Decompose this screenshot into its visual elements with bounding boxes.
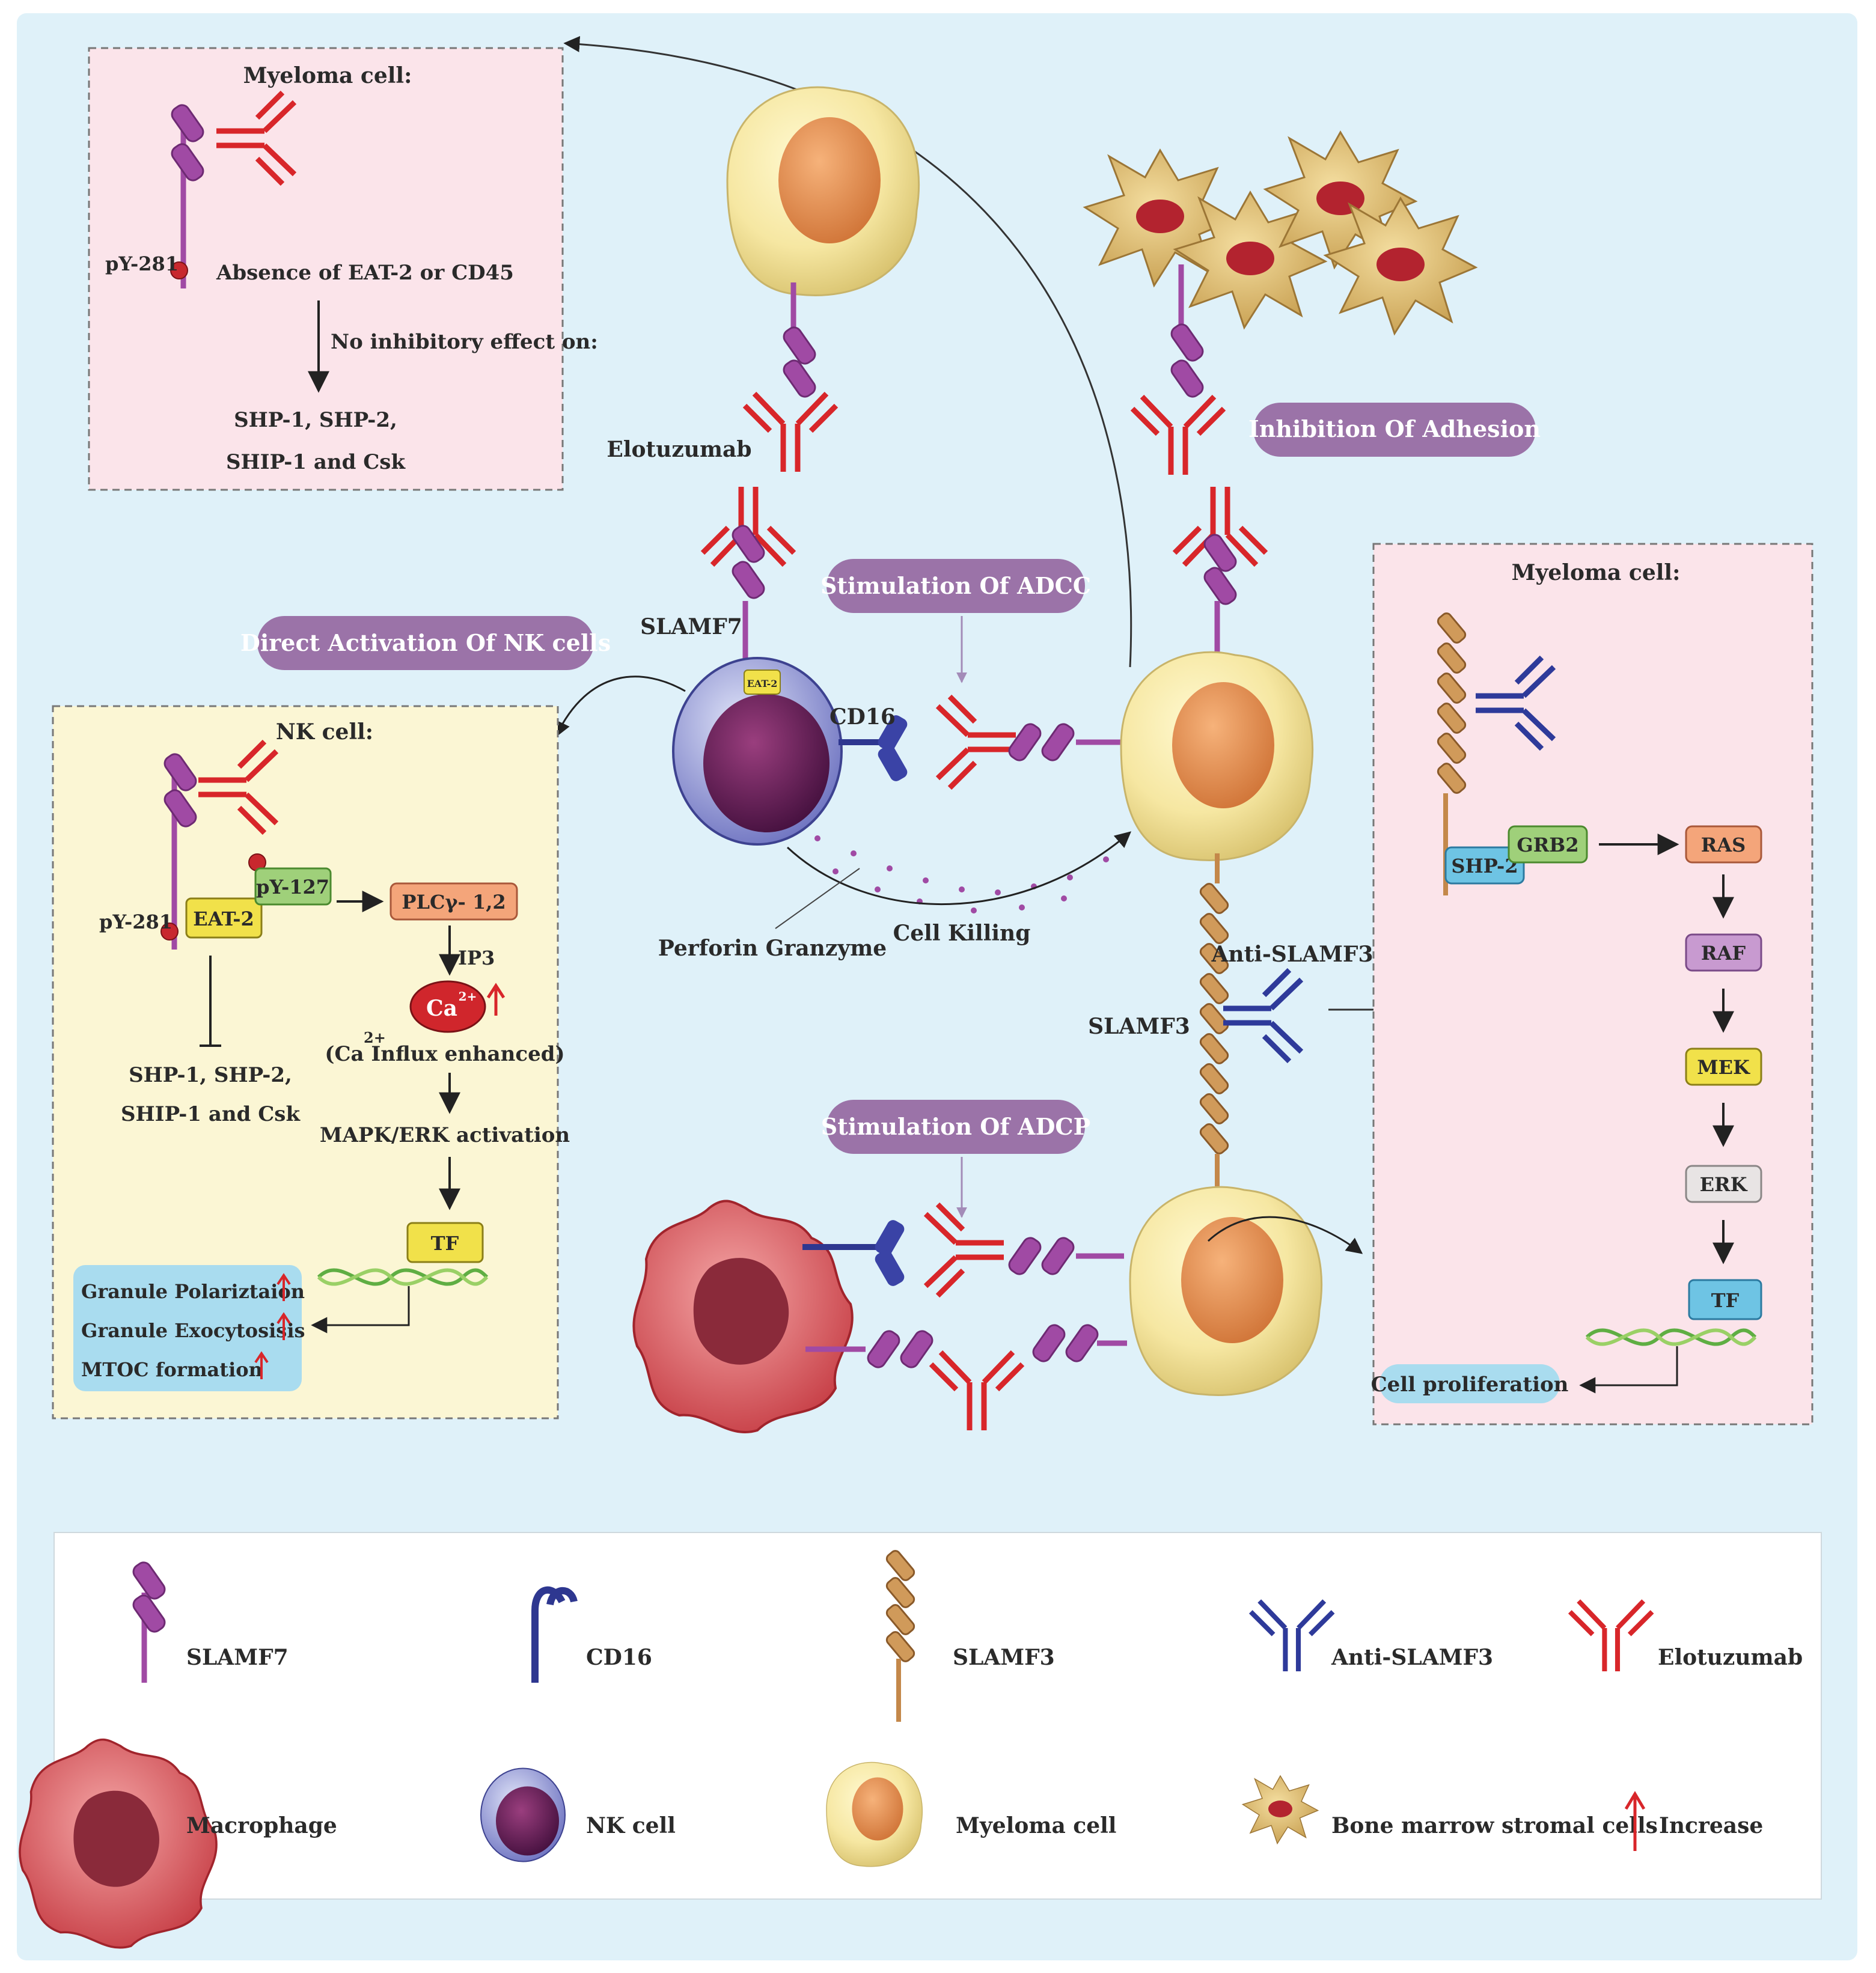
svg-text:RAS: RAS [1701, 834, 1746, 856]
legend-slamf7-label: SLAMF7 [186, 1645, 289, 1670]
svg-text:IP3: IP3 [458, 947, 495, 969]
svg-text:2+: 2+ [459, 989, 477, 1004]
cell-proliferation-box [1380, 1364, 1560, 1403]
svg-text:TF: TF [431, 1232, 459, 1255]
svg-text:EAT-2: EAT-2 [193, 907, 254, 930]
middle-myeloma-cell [1120, 651, 1314, 861]
targets-line-2: SHIP-1 and Csk [121, 1102, 301, 1126]
raf-box [1685, 933, 1762, 972]
no-inhibit-text: No inhibitory effect on: [331, 330, 598, 354]
svg-text:Ca: Ca [426, 996, 457, 1021]
legend-nk-cell-icon [480, 1767, 566, 1862]
perforin-granules [814, 835, 1109, 913]
svg-text:Inhibition Of Adhesion: Inhibition Of Adhesion [1248, 415, 1541, 442]
pill-stimulation-of-adcp: Stimulation Of ADCP [821, 1100, 1090, 1154]
legend-macrophage-label: Macrophage [186, 1813, 337, 1838]
slamf7-label: SLAMF7 [640, 614, 742, 639]
increase-arrows [254, 1273, 291, 1379]
svg-text:Direct Activation Of NK cells: Direct Activation Of NK cells [240, 629, 611, 656]
legend-anti-slamf3-label: Anti-SLAMF3 [1331, 1645, 1493, 1670]
legend-increase-icon [1624, 1791, 1646, 1851]
legend: SLAMF7 CD16 SLAMF3 Anti-SLAMF3 Elotuzuma… [19, 1532, 1822, 1949]
right-myeloma-panel: Myeloma cell: SHP-2 GRB2 RAS RAF MEK ERK… [1371, 543, 1813, 1426]
calcium-icon [409, 980, 486, 1033]
svg-text:Cell proliferation: Cell proliferation [1371, 1373, 1569, 1397]
pill-direct-activation-nk: Direct Activation Of NK cells [240, 616, 611, 670]
svg-text:EAT-2: EAT-2 [747, 678, 778, 689]
outcome-2: Granule Exocytosisis [81, 1319, 305, 1342]
svg-text:GRB2: GRB2 [1517, 834, 1578, 856]
tf-box [406, 1222, 484, 1263]
svg-text:PLCγ- 1,2: PLCγ- 1,2 [402, 891, 506, 913]
panel-title: NK cell: [276, 719, 373, 745]
outcome-3: MTOC formation [81, 1358, 263, 1381]
py281-label: pY-281 [105, 252, 179, 275]
ras-box [1685, 825, 1762, 864]
legend-nk-cell-label: NK cell [586, 1813, 676, 1838]
svg-text:2+: 2+ [364, 1029, 386, 1046]
plc-box [390, 882, 518, 921]
curved-arrow-to-top-panel [563, 35, 1132, 668]
pill-stimulation-of-adcc: Stimulation Of ADCC [820, 559, 1091, 613]
targets-line-1: SHP-1, SHP-2, [129, 1063, 292, 1087]
outcome-1: Granule Polariztaion [81, 1280, 305, 1303]
elotuzumab-label: Elotuzumab [606, 437, 751, 462]
tf-box [1688, 1279, 1762, 1320]
panel-title: Myeloma cell: [1512, 560, 1681, 585]
eat2-box [185, 897, 263, 939]
legend-increase-label: Increase [1659, 1813, 1763, 1838]
erk-box [1685, 1165, 1762, 1203]
py127-box [254, 867, 332, 906]
svg-text:Stimulation Of ADCC: Stimulation Of ADCC [820, 572, 1091, 599]
legend-cd16-label: CD16 [586, 1645, 652, 1670]
targets-line-1: SHP-1, SHP-2, [234, 408, 397, 432]
svg-text:TF: TF [1711, 1289, 1740, 1312]
svg-text:MEK: MEK [1697, 1056, 1750, 1079]
svg-text:Stimulation Of ADCP: Stimulation Of ADCP [821, 1113, 1090, 1140]
legend-cd16-icon [531, 1586, 566, 1683]
diagram-background [17, 13, 1857, 1960]
slamf3-label: SLAMF3 [1088, 1014, 1190, 1039]
perforin-label: Perforin Granzyme [658, 936, 887, 961]
absence-text: Absence of EAT-2 or CD45 [216, 261, 514, 285]
eat2-small-box [744, 669, 781, 695]
mek-box [1685, 1047, 1762, 1086]
legend-slamf3-label: SLAMF3 [953, 1645, 1055, 1670]
ca-influx-text: (Ca Influx enhanced) [325, 1042, 564, 1066]
cd16-label: CD16 [830, 704, 896, 730]
grb2-box [1508, 825, 1588, 864]
legend-stromal-label: Bone marrow stromal cells [1331, 1813, 1658, 1838]
shp2-box [1444, 846, 1525, 885]
svg-text:SHP-2: SHP-2 [1451, 855, 1518, 877]
svg-text:pY-127: pY-127 [256, 876, 329, 898]
anti-slamf3-label: Anti-SLAMF3 [1211, 942, 1373, 967]
nk-cell-panel: NK cell: pY-281 EAT-2 pY-127 PLCγ- 1,2 I… [52, 705, 570, 1420]
legend-slamf3-icon [884, 1548, 917, 1722]
targets-line-2: SHIP-1 and Csk [226, 450, 406, 474]
outcomes-box [73, 1265, 302, 1391]
legend-myeloma-icon [826, 1761, 923, 1867]
cell-killing-label: Cell Killing [893, 921, 1031, 946]
pill-inhibition-of-adhesion: Inhibition Of Adhesion [1248, 403, 1541, 457]
top-myeloma-cell [726, 86, 920, 296]
panel-title: Myeloma cell: [243, 63, 412, 88]
legend-elotuzumab-label: Elotuzumab [1658, 1645, 1803, 1670]
phospho-site-icon [170, 261, 188, 279]
mapk-text: MAPK/ERK activation [320, 1123, 570, 1147]
py281-label: pY-281 [99, 910, 173, 933]
svg-text:RAF: RAF [1701, 942, 1746, 965]
arrow-to-nk-panel [555, 675, 686, 738]
svg-text:ERK: ERK [1700, 1173, 1748, 1196]
top-left-myeloma-panel: Myeloma cell: pY-281 Absence of EAT-2 or… [88, 47, 598, 491]
bottom-myeloma-cell [1129, 1186, 1323, 1396]
legend-myeloma-label: Myeloma cell [956, 1813, 1117, 1838]
arrow-to-right-panel [1207, 1216, 1363, 1254]
cell-killing-arrow [786, 831, 1132, 906]
